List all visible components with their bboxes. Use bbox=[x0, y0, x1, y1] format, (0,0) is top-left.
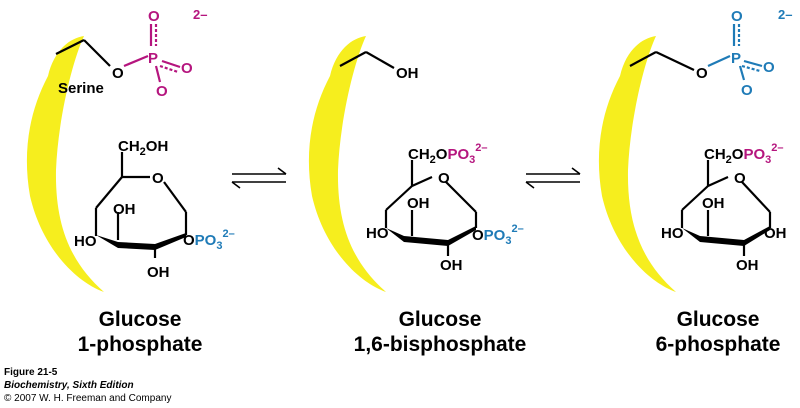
c2-hydroxyl: OH bbox=[440, 257, 463, 274]
panel-glucose-6-phosphate: O O P O O 2– O CH2OPO32– OH HO OH bbox=[598, 7, 792, 292]
c3-hydroxyl: OH bbox=[702, 195, 725, 212]
c1-phosphate: OPO32– bbox=[472, 223, 524, 247]
serine-label: Serine bbox=[58, 80, 104, 97]
c6-phosphate-group: CH2OPO32– bbox=[704, 142, 784, 166]
compound-name-line-2: 6-phosphate bbox=[655, 333, 781, 356]
phosphorus: P bbox=[148, 50, 158, 67]
figure-number: Figure 21-5 bbox=[4, 367, 58, 378]
phosphate-oxygen-bottom: O bbox=[741, 82, 753, 99]
phosphate-bonds bbox=[123, 24, 181, 83]
enzyme-shape bbox=[26, 36, 104, 292]
phosphate-oxygen-top: O bbox=[731, 8, 743, 25]
equilibrium-arrow-1 bbox=[231, 167, 287, 189]
compound-name-glucose-1-6-bisphosphate: Glucose 1,6-bisphosphate bbox=[330, 307, 550, 357]
enzyme-shape bbox=[308, 36, 386, 292]
c1-phosphate: OPO32– bbox=[183, 228, 235, 252]
glucose-ring bbox=[94, 152, 188, 258]
ring-oxygen: O bbox=[734, 170, 746, 187]
c3-hydroxyl: OH bbox=[113, 201, 136, 218]
panel-glucose-1-6-bisphosphate: OH O CH2OPO32– OH HO OH OPO32– bbox=[308, 36, 524, 292]
c4-hydroxyl: HO bbox=[74, 233, 97, 250]
glucose-ring bbox=[680, 160, 772, 256]
copyright: © 2007 W. H. Freeman and Company bbox=[4, 393, 172, 404]
serine-oxygen: O bbox=[112, 65, 124, 82]
phosphate-charge: 2– bbox=[193, 7, 207, 22]
c6-phosphate-group: CH2OPO32– bbox=[408, 142, 488, 166]
c4-hydroxyl: HO bbox=[366, 225, 389, 242]
compound-name-glucose-1-phosphate: Glucose 1-phosphate bbox=[60, 307, 220, 357]
phosphate-oxygen-right: O bbox=[763, 59, 775, 76]
panel-glucose-1-phosphate: O Serine O P O O 2– O CH2 bbox=[26, 7, 235, 292]
phosphorus: P bbox=[731, 50, 741, 67]
c2-hydroxyl: OH bbox=[147, 264, 170, 281]
c4-hydroxyl: HO bbox=[661, 225, 684, 242]
glucose-ring bbox=[384, 160, 478, 256]
ring-oxygen: O bbox=[438, 170, 450, 187]
ring-oxygen: O bbox=[152, 170, 164, 187]
compound-name-line-2: 1,6-bisphosphate bbox=[353, 333, 527, 356]
serine-bonds bbox=[55, 39, 111, 67]
phosphate-bonds bbox=[707, 24, 763, 81]
compound-name-line-1: Glucose bbox=[398, 308, 482, 331]
phosphate-charge: 2– bbox=[778, 7, 792, 22]
ch2oh-group: CH2OH bbox=[118, 138, 168, 158]
equilibrium-arrow-2 bbox=[525, 167, 581, 189]
book-title: Biochemistry, Sixth Edition bbox=[4, 380, 134, 391]
c1-hydroxyl: OH bbox=[764, 225, 787, 242]
serine-hydroxyl: OH bbox=[396, 65, 419, 82]
phosphate-oxygen-bottom: O bbox=[156, 83, 168, 100]
enzyme-shape bbox=[598, 36, 676, 292]
c2-hydroxyl: OH bbox=[736, 257, 759, 274]
serine-bonds bbox=[339, 51, 395, 69]
phosphate-oxygen-top: O bbox=[148, 8, 160, 25]
serine-bonds bbox=[629, 51, 695, 71]
compound-name-glucose-6-phosphate: Glucose 6-phosphate bbox=[638, 307, 798, 357]
compound-name-line-1: Glucose bbox=[676, 308, 760, 331]
c3-hydroxyl: OH bbox=[407, 195, 430, 212]
compound-name-line-1: Glucose bbox=[98, 308, 182, 331]
phosphate-oxygen-right: O bbox=[181, 60, 193, 77]
compound-name-line-2: 1-phosphate bbox=[77, 333, 203, 356]
serine-oxygen: O bbox=[696, 65, 708, 82]
